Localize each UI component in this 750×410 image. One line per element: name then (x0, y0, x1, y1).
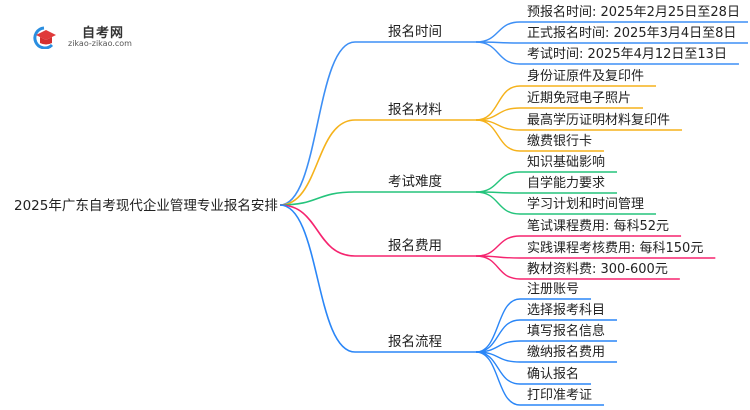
branch-link (279, 191, 476, 206)
leaf-label[interactable]: 学习计划和时间管理 (527, 196, 644, 212)
leaf-label[interactable]: 知识基础影响 (527, 154, 605, 170)
leaf-link (475, 85, 657, 121)
leaf-link (475, 191, 657, 215)
leaf-label[interactable]: 身份证原件及复印件 (527, 68, 644, 84)
leaf-link (475, 298, 592, 353)
leaf-link (475, 319, 618, 353)
leaf-link (475, 21, 748, 43)
branch-link (279, 119, 476, 206)
leaf-link (475, 255, 716, 259)
leaf-label[interactable]: 最高学历证明材料复印件 (527, 112, 670, 128)
leaf-label[interactable]: 自学能力要求 (527, 175, 605, 191)
leaf-link (475, 41, 739, 65)
leaf-label[interactable]: 缴费银行卡 (527, 134, 592, 149)
graduation-cap-icon (33, 26, 56, 49)
leaf-label[interactable]: 缴纳报名费用 (527, 344, 605, 360)
leaf-label[interactable]: 打印准考证 (527, 388, 592, 403)
leaf-label[interactable]: 正式报名时间: 2025年3月4日至8日 (527, 25, 736, 41)
leaf-link (475, 351, 605, 406)
leaf-label[interactable]: 考试时间: 2025年4月12日至13日 (527, 47, 727, 62)
logo-title: 自考网 (82, 26, 125, 41)
leaf-label[interactable]: 近期免冠电子照片 (527, 91, 631, 106)
leaf-link (475, 255, 680, 280)
leaf-link (475, 41, 748, 44)
leaf-label[interactable]: 笔试课程费用: 每科52元 (527, 218, 669, 234)
leaf-link (475, 107, 644, 121)
branch-label[interactable]: 报名流程 (388, 334, 442, 350)
leaf-link (475, 119, 605, 152)
leaf-label[interactable]: 教材资料费: 300-600元 (527, 261, 668, 277)
branch-link (279, 204, 476, 257)
leaf-label[interactable]: 选择报考科目 (527, 303, 605, 318)
leaf-label[interactable]: 确认报名 (527, 366, 579, 382)
branch-label[interactable]: 考试难度 (388, 174, 442, 190)
root-node: 2025年广东自考现代企业管理专业报名安排 (14, 197, 278, 214)
branch-link (279, 204, 476, 353)
leaf-label[interactable]: 预报名时间: 2025年2月25日至28日 (527, 4, 740, 20)
branch-label[interactable]: 报名费用 (388, 238, 442, 254)
leaf-label[interactable]: 实践课程考核费用: 每科150元 (527, 240, 703, 256)
branch-label[interactable]: 报名材料 (388, 102, 442, 118)
logo-url: zikao-zikao.com (68, 39, 132, 48)
leaf-link (475, 235, 682, 257)
leaf-label[interactable]: 注册账号 (527, 282, 579, 297)
site-logo: 自考网 zikao-zikao.com (30, 22, 140, 52)
branch-label[interactable]: 报名时间 (388, 24, 442, 40)
leaf-link (475, 171, 618, 193)
leaf-label[interactable]: 填写报名信息 (527, 323, 605, 339)
leaf-link (475, 191, 618, 194)
branch-link (279, 41, 476, 206)
